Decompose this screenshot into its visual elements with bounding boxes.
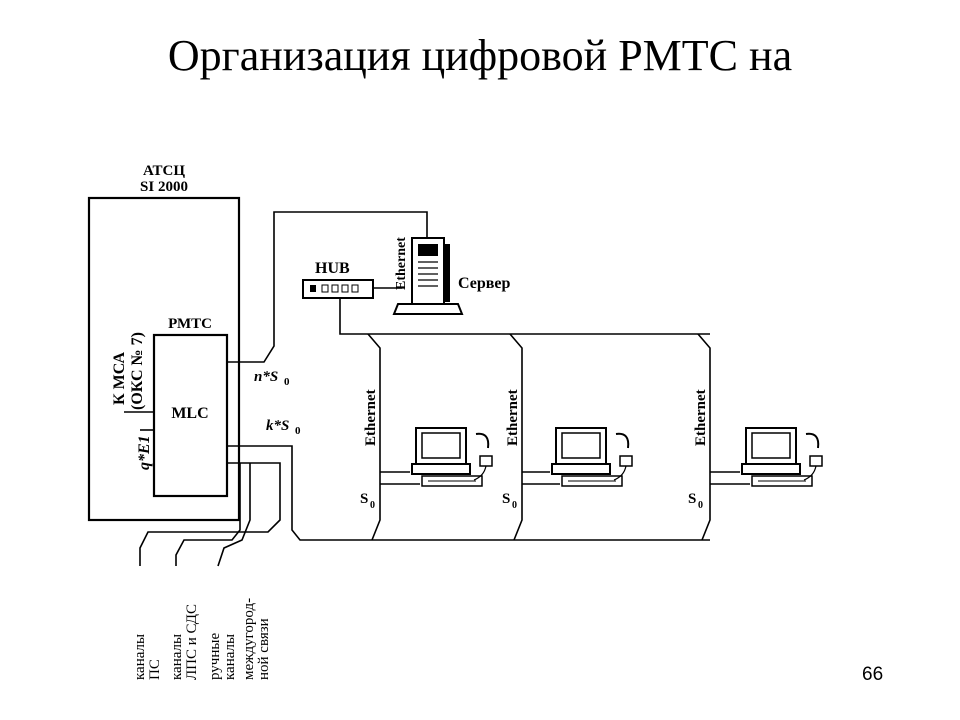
workstation-1-icon [411,427,493,487]
k-s0-label: k*S [266,418,289,434]
n-s0-label: n*S [254,369,278,385]
svg-text:0: 0 [698,500,703,511]
slide-title: Организация цифровой РМТС на [167,31,793,80]
workstation-3-icon [741,427,823,487]
segment-1-ethernet-label: Ethernet [363,389,379,446]
channels-manual-label-1: ручные [207,633,223,680]
k-mca-label: К МСА [111,352,128,405]
rmts-label: РМТС [168,316,212,332]
oks-label: (ОКС № 7) [129,332,146,410]
channels-lps-label-1: каналы [169,634,185,680]
atsc-label: АТСЦ [143,163,185,179]
server-label: Сервер [458,275,510,292]
k-s0-link [227,445,710,541]
channels-manual-label-3: междугород- [241,598,257,680]
server-ethernet-label: Ethernet [394,237,409,290]
segment-2-s0-label: S [502,491,510,507]
segment-3-ethernet-label: Ethernet [693,389,709,446]
segment-2-ethernet-label: Ethernet [505,389,521,446]
segment-3-s0-label: S [688,491,696,507]
svg-text:0: 0 [512,500,517,511]
channel-line-1 [139,462,281,566]
n-s0-link [227,211,428,363]
page-number: 66 [862,664,884,685]
atsc-model-label: SI 2000 [140,179,188,195]
channels-manual-label-2: каналы [222,634,238,680]
server-icon [392,237,464,315]
channel-line-2 [175,463,241,566]
atsc-box [87,196,241,522]
segment-1-s0-label: S [360,491,368,507]
segment-3-link [697,333,711,541]
segment-1-link [367,333,381,541]
channels-ps-label-1: каналы [132,634,148,680]
channels-ps-label-2: ПС [147,659,163,680]
rmts-box [152,333,229,498]
k-s0-subscript: 0 [295,425,301,437]
workstation-2-icon [551,427,633,487]
channels-lps-label-2: ЛПС и СДС [184,604,200,680]
channels-manual-label-4: ной связи [256,618,272,680]
segment-2-link [509,333,523,541]
n-s0-subscript: 0 [284,376,290,388]
mlc-label: MLC [171,405,208,422]
q-e1-label: q*E1 [136,435,153,470]
hub-label: HUB [315,260,350,277]
hub-ethernet-link [339,298,710,335]
channel-line-3 [217,463,251,567]
svg-text:0: 0 [370,500,375,511]
